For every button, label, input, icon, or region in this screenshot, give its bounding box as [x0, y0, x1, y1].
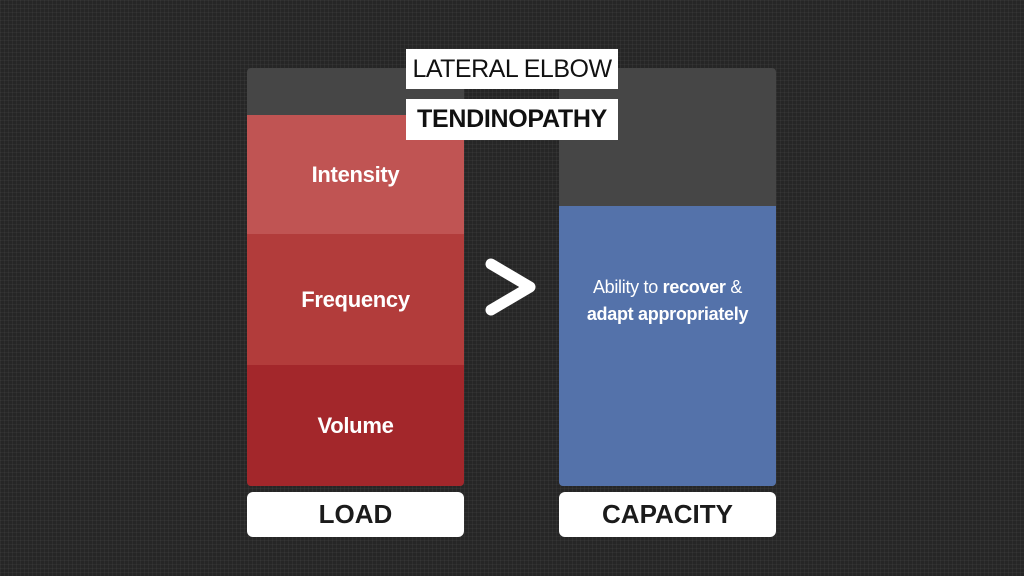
- greater-than-icon: [485, 258, 536, 316]
- title-line-1: LATERAL ELBOW: [406, 49, 618, 89]
- title-line-2: TENDINOPATHY: [406, 99, 618, 140]
- load-label: LOAD: [247, 492, 464, 537]
- capacity-text-bold2: adapt appropriately: [586, 304, 749, 324]
- capacity-description: Ability to recover & adapt appropriately: [559, 274, 776, 328]
- capacity-text-part1: Ability to: [592, 277, 663, 297]
- capacity-fill: Ability to recover & adapt appropriately: [559, 206, 776, 486]
- load-segment-frequency: Frequency: [247, 234, 464, 365]
- load-segment-volume: Volume: [247, 365, 464, 486]
- capacity-text-part2: &: [725, 277, 743, 297]
- capacity-text-bold1: recover: [662, 277, 726, 297]
- capacity-label: CAPACITY: [559, 492, 776, 537]
